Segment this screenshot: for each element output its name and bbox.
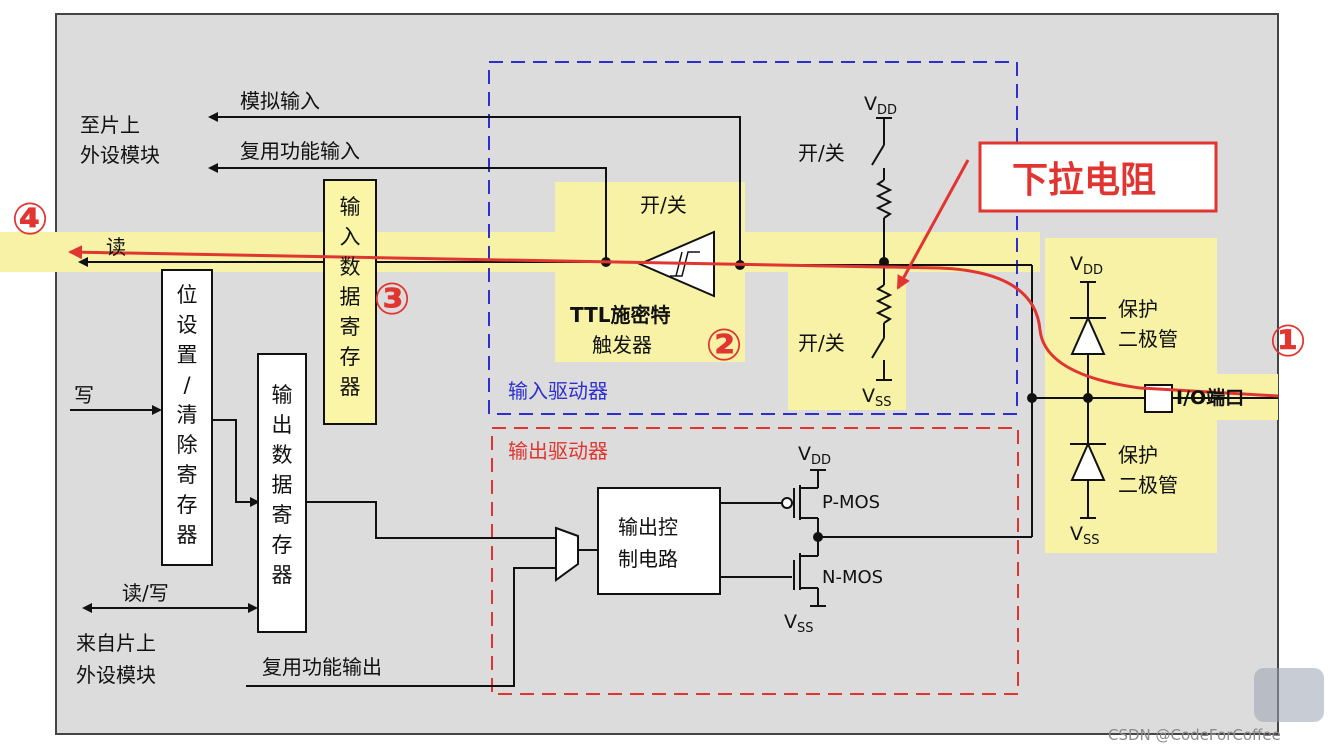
pmos-gate-bubble	[781, 497, 793, 509]
svg-text:存: 存	[272, 533, 293, 557]
mos-transistors	[793, 470, 819, 606]
schmitt-trigger-line1: TTL施密特	[570, 303, 671, 327]
chat-icon	[1254, 668, 1324, 722]
pulldown-callout-arrow	[896, 159, 970, 290]
svg-text:除: 除	[177, 433, 198, 457]
diode-top-line1: 保护	[1118, 297, 1158, 321]
marker-3: ③	[373, 274, 410, 325]
output-control-box	[597, 487, 721, 595]
alt-func-input-wire	[208, 163, 607, 262]
svg-text:/: /	[183, 373, 191, 397]
svg-text:VSS: VSS	[1070, 523, 1100, 548]
pulldown-resistor-label: 下拉电阻	[1012, 160, 1156, 201]
on-chip-peripheral-line1: 至片上	[80, 113, 140, 137]
svg-text:寄: 寄	[340, 315, 361, 339]
svg-text:据: 据	[272, 473, 293, 497]
supply-labels: VDD VSS VDD VSS VDD VSS	[784, 93, 1103, 636]
svg-text:CSDN @CodeForCoffee: CSDN @CodeForCoffee	[1108, 726, 1281, 744]
svg-text:VDD: VDD	[798, 443, 831, 468]
io-port-label: I/O端口	[1176, 386, 1244, 409]
svg-text:寄: 寄	[272, 503, 293, 527]
analog-input-label: 模拟输入	[240, 89, 320, 113]
output-data-register-label: 输 出 数 据 寄 存 器	[272, 383, 293, 587]
watermark: CSDN @CodeForCoffee	[1108, 668, 1324, 744]
nmos-label: N-MOS	[822, 567, 883, 588]
output-mux	[555, 526, 579, 582]
read-path-highlight	[0, 182, 1278, 553]
read-write-label: 读/写	[122, 581, 169, 605]
alt-func-output-label: 复用功能输出	[262, 655, 382, 679]
input-driver-label: 输入驱动器	[508, 379, 608, 403]
svg-text:VDD: VDD	[1070, 253, 1103, 278]
svg-text:VSS: VSS	[862, 385, 892, 410]
pullup-switch-label: 开/关	[798, 141, 845, 165]
svg-text:置: 置	[177, 343, 198, 367]
from-chip-peripheral-line2: 外设模块	[76, 663, 156, 687]
write-label: 写	[74, 383, 94, 407]
pulldown-callout-box	[978, 141, 1218, 213]
diode-top-line2: 二极管	[1118, 327, 1178, 351]
svg-text:器: 器	[340, 375, 361, 399]
output-control-line1: 输出控	[618, 515, 678, 539]
svg-text:输: 输	[340, 195, 361, 219]
svg-text:数: 数	[272, 443, 293, 467]
svg-text:出: 出	[272, 413, 293, 437]
input-data-register-box	[323, 179, 377, 425]
svg-text:输: 输	[272, 383, 293, 407]
protection-diodes	[1070, 315, 1106, 481]
alt-func-input-label: 复用功能输入	[240, 139, 360, 163]
svg-text:位: 位	[177, 283, 198, 307]
read-label: 读	[106, 235, 126, 259]
svg-text:存: 存	[340, 345, 361, 369]
on-chip-peripheral-line2: 外设模块	[80, 143, 160, 167]
marker-2: ②	[705, 320, 742, 371]
output-data-register-box	[257, 353, 307, 633]
junctions	[601, 257, 1093, 542]
trigger-switch-label: 开/关	[640, 193, 687, 217]
schmitt-trigger-line2: 触发器	[592, 333, 652, 357]
output-control-line2: 制电路	[618, 547, 678, 571]
marker-4: ④	[11, 194, 48, 245]
svg-text:数: 数	[340, 255, 361, 279]
read-path-arrow	[68, 245, 1279, 398]
input-data-register-label: 输 入 数 据 寄 存 器	[340, 195, 361, 399]
output-driver-label: 输出驱动器	[508, 439, 608, 463]
switch-bottom	[871, 337, 885, 359]
pmos-label: P-MOS	[822, 492, 880, 513]
input-driver-box	[488, 61, 1018, 415]
diode-bottom-line1: 保护	[1118, 443, 1158, 467]
svg-text:设: 设	[177, 313, 198, 337]
svg-text:入: 入	[340, 225, 361, 249]
svg-text:清: 清	[177, 403, 198, 427]
step-markers: ① ② ③ ④	[11, 194, 1306, 371]
pulldown-switch-label: 开/关	[798, 331, 845, 355]
svg-text:器: 器	[177, 523, 198, 547]
switches	[871, 144, 885, 359]
svg-text:VSS: VSS	[784, 611, 814, 636]
marker-1: ①	[1269, 316, 1306, 367]
bit-set-clear-register-box	[161, 269, 213, 566]
svg-text:寄: 寄	[177, 463, 198, 487]
svg-text:VDD: VDD	[864, 93, 897, 118]
switch-top	[871, 144, 885, 166]
from-chip-peripheral-line1: 来自片上	[76, 631, 156, 655]
svg-text:存: 存	[177, 493, 198, 517]
analog-input-wire	[208, 112, 741, 265]
diode-bottom-line2: 二极管	[1118, 473, 1178, 497]
svg-text:器: 器	[272, 563, 293, 587]
svg-text:据: 据	[340, 285, 361, 309]
bit-set-clear-register-label: 位 设 置 / 清 除 寄 存 器	[177, 283, 198, 547]
